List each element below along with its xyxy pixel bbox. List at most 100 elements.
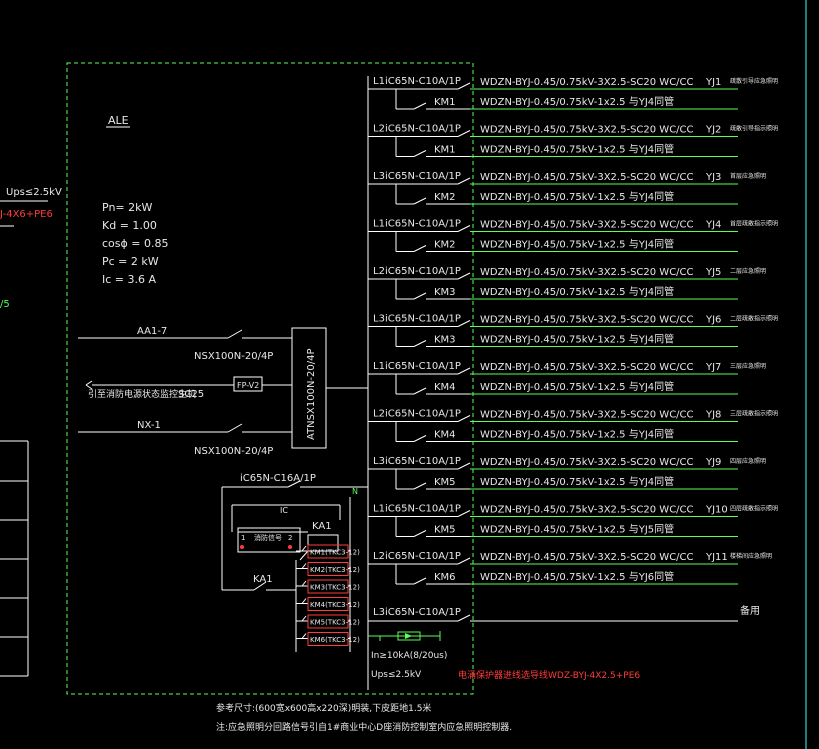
km-contact-label: KM4(TKC3-12) (310, 601, 360, 609)
panel-param: Kd = 1.00 (102, 219, 157, 232)
circuit-id: YJ2 (705, 125, 721, 136)
circuit-km-cable: WDZN-BYJ-0.45/0.75kV-1x2.5 与YJ4同管 (480, 380, 674, 393)
circuit-breaker: iC65N-C10A/1P (385, 409, 461, 420)
circuit-phase: L1 (373, 361, 385, 372)
circuit-breaker: iC65N-C10A/1P (385, 504, 461, 515)
incoming-aa1: AA1-7 (137, 326, 167, 337)
spd-ups: Ups≤2.5kV (371, 670, 422, 680)
circuit-cable: WDZN-BYJ-0.45/0.75kV-3X2.5-SC20 WC/CC (480, 125, 694, 136)
left-red-text: J-4X6+PE6 (0, 209, 53, 220)
circuit-cable: WDZN-BYJ-0.45/0.75kV-3X2.5-SC20 WC/CC (480, 315, 694, 326)
circuit-km: KM3 (434, 335, 456, 346)
atse-label: ATNSX100N-20/4P (306, 348, 317, 440)
circuit-cable: WDZN-BYJ-0.45/0.75kV-3X2.5-SC20 WC/CC (480, 220, 694, 231)
circuit-km: KM5 (434, 525, 456, 536)
circuit-cable: WDZN-BYJ-0.45/0.75kV-3X2.5-SC20 WC/CC (480, 410, 694, 421)
spare-breaker: iC65N-C10A/1P (385, 607, 461, 618)
control-breaker-label: iC65N-C16A/1P (240, 473, 316, 484)
circuit-id: YJ5 (705, 267, 721, 278)
circuit-phase: L2 (373, 124, 385, 135)
circuit-phase: L2 (373, 409, 385, 420)
incoming-breaker-2: NSX100N-20/4P (194, 446, 273, 457)
circuit-cable: WDZN-BYJ-0.45/0.75kV-3X2.5-SC20 WC/CC (480, 172, 694, 183)
spd-label: In≥10kA(8/20us) (371, 651, 447, 661)
circuit-cable: WDZN-BYJ-0.45/0.75kV-3X2.5-SC20 WC/CC (480, 77, 694, 88)
panel-param: Pn= 2kW (102, 201, 152, 214)
circuit-id: YJ7 (705, 362, 721, 373)
circuit-id: YJ1 (705, 77, 721, 88)
circuit-description: 二层应急照明 (730, 267, 766, 275)
circuit-breaker: iC65N-C10A/1P (385, 76, 461, 87)
circuit-km: KM5 (434, 477, 456, 488)
fire-contact-label: 消防信号 (254, 533, 282, 542)
panel-name: ALE (108, 114, 129, 127)
circuit-km-cable: WDZN-BYJ-0.45/0.75kV-1x2.5 与YJ4同管 (480, 190, 674, 203)
circuit-km-cable: WDZN-BYJ-0.45/0.75kV-1x2.5 与YJ4同管 (480, 95, 674, 108)
circuit-description: 四层疏散指示照明 (730, 505, 778, 513)
circuit-cable: WDZN-BYJ-0.45/0.75kV-3X2.5-SC20 WC/CC (480, 362, 694, 373)
ka1-top-label: KA1 (312, 521, 332, 532)
circuit-cable: WDZN-BYJ-0.45/0.75kV-3X2.5-SC20 WC/CC (480, 552, 694, 563)
circuit-cable: WDZN-BYJ-0.45/0.75kV-3X2.5-SC20 WC/CC (480, 267, 694, 278)
circuit-km: KM1 (434, 97, 456, 108)
circuit-description: 疏散引导应急照明 (730, 77, 778, 85)
circuit-km: KM4 (434, 382, 456, 393)
circuit-km: KM1 (434, 145, 456, 156)
km-contact-label: KM1(TKC3-12) (310, 549, 360, 557)
circuit-description: 二层疏散指示照明 (730, 315, 778, 323)
neutral-label: N (352, 487, 358, 496)
left-ups-label: Ups≤2.5kV (6, 187, 62, 198)
circuit-phase: L1 (373, 504, 385, 515)
circuit-description: 首层疏散指示照明 (730, 220, 778, 228)
circuit-id: YJ4 (705, 220, 721, 231)
terminal-2: 2 (288, 534, 292, 542)
circuit-km: KM2 (434, 240, 456, 251)
circuit-breaker: iC65N-C10A/1P (385, 171, 461, 182)
incoming-section (78, 76, 369, 690)
km-contact-label: KM3(TKC3-12) (310, 584, 360, 592)
circuit-phase: L3 (373, 171, 385, 182)
left-table (0, 440, 29, 677)
terminal-dot-1 (240, 545, 244, 549)
circuit-phase: L3 (373, 456, 385, 467)
circuit-id: YJ6 (705, 315, 721, 326)
circuit-description: 四层应急照明 (730, 457, 766, 465)
circuit-id: YJ9 (705, 457, 721, 468)
circuit-breaker: iC65N-C10A/1P (385, 124, 461, 135)
circuit-cable: WDZN-BYJ-0.45/0.75kV-3X2.5-SC20 WC/CC (480, 457, 694, 468)
left-green-text: /5 (0, 299, 10, 310)
km-contact-label: KM6(TKC3-12) (310, 636, 360, 644)
circuit-id: YJ11 (705, 552, 728, 563)
circuit-cable: WDZN-BYJ-0.45/0.75kV-3X2.5-SC20 WC/CC (480, 505, 694, 516)
note-signal: 注:应急照明分回路信号引自1#商业中心D座消防控制室内应急照明控制器. (216, 721, 512, 733)
km-contact-label: KM2(TKC3-12) (310, 566, 360, 574)
circuit-phase: L2 (373, 551, 385, 562)
circuit-breaker: iC65N-C10A/1P (385, 314, 461, 325)
circuit-km-cable: WDZN-BYJ-0.45/0.75kV-1x2.5 与YJ4同管 (480, 238, 674, 251)
spd-cable-note: 电涌保护器进线选导线WDZ-BYJ-4X2.5+PE6 (458, 669, 640, 681)
fire-signal-label: 引至消防电源状态监控主机 (88, 388, 196, 400)
ic-label: IC (280, 506, 288, 515)
circuit-km: KM2 (434, 192, 456, 203)
fp-box-label: FP-V2 (237, 381, 259, 390)
circuit-km-cable: WDZN-BYJ-0.45/0.75kV-1x2.5 与YJ6同管 (480, 570, 674, 583)
circuit-breaker: iC65N-C10A/1P (385, 266, 461, 277)
circuit-breaker: iC65N-C10A/1P (385, 551, 461, 562)
circuit-breaker: iC65N-C10A/1P (385, 219, 461, 230)
circuit-km-cable: WDZN-BYJ-0.45/0.75kV-1x2.5 与YJ4同管 (480, 143, 674, 156)
circuit-km: KM3 (434, 287, 456, 298)
circuit-description: 疏散引导指示照明 (730, 125, 778, 133)
panel-param: Ic = 3.6 A (102, 273, 156, 286)
circuit-id: YJ8 (705, 410, 721, 421)
